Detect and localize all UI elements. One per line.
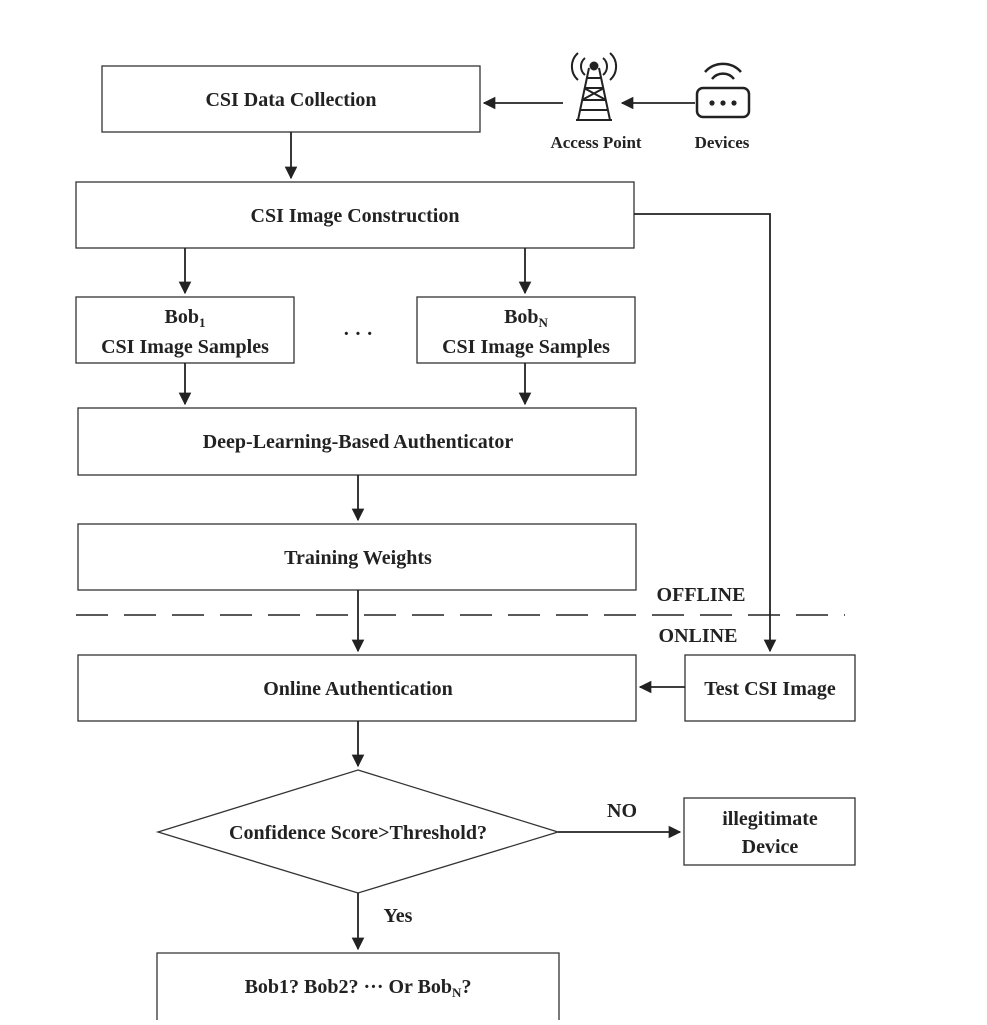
result-label: Bob1? Bob2? ··· Or BobN?	[245, 976, 472, 1000]
csi-image-construction-box: CSI Image Construction	[75, 181, 635, 249]
bob1-samples-box: Bob1 CSI Image Samples	[75, 296, 295, 364]
test-csi-image-box: Test CSI Image	[684, 654, 856, 722]
illegitimate-device-box: illegitimate Device	[683, 797, 856, 866]
offline-label: OFFLINE	[657, 584, 746, 606]
test-csi-image-label: Test CSI Image	[704, 678, 836, 700]
authenticator-label: Deep-Learning-Based Authenticator	[203, 431, 514, 453]
bob1-title: Bob1	[165, 306, 206, 330]
authenticator-box: Deep-Learning-Based Authenticator	[77, 407, 637, 476]
construction-to-test-arrow	[634, 213, 777, 653]
bob1-samples-label: CSI Image Samples	[101, 336, 269, 358]
access-point-label: Access Point	[550, 133, 641, 152]
illegitimate-line1: illegitimate	[722, 808, 818, 830]
decision-label: Confidence Score>Threshold?	[229, 822, 487, 844]
ellipsis: · · ·	[343, 323, 373, 345]
training-weights-box: Training Weights	[77, 523, 637, 591]
online-label: ONLINE	[659, 625, 738, 647]
bobn-title: BobN	[504, 306, 548, 330]
bobn-samples-box: BobN CSI Image Samples	[416, 296, 636, 364]
router-icon	[695, 62, 751, 119]
online-authentication-box: Online Authentication	[77, 654, 637, 722]
online-authentication-label: Online Authentication	[263, 678, 452, 700]
csi-image-construction-label: CSI Image Construction	[251, 205, 460, 227]
antenna-tower-icon	[570, 52, 618, 121]
csi-data-collection-box: CSI Data Collection	[101, 65, 481, 133]
result-box: Bob1? Bob2? ··· Or BobN?	[156, 952, 560, 1020]
csi-data-collection-label: CSI Data Collection	[205, 89, 376, 111]
no-label: NO	[607, 800, 637, 822]
training-weights-label: Training Weights	[284, 547, 432, 569]
yes-label: Yes	[384, 905, 413, 927]
decision-diamond: Confidence Score>Threshold?	[155, 769, 561, 894]
devices-label: Devices	[695, 133, 750, 152]
bobn-samples-label: CSI Image Samples	[442, 336, 610, 358]
illegitimate-line2: Device	[742, 836, 799, 858]
